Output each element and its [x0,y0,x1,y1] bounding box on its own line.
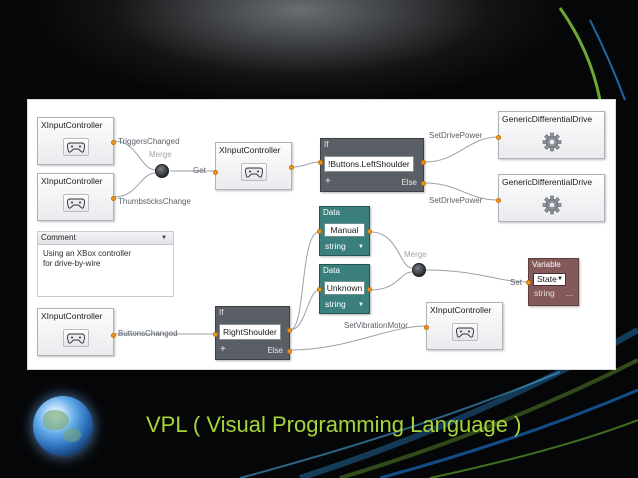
output-port[interactable] [111,333,116,338]
input-port[interactable] [317,287,322,292]
merge-junction-middle[interactable] [412,263,426,277]
node-title: XInputController [41,176,103,186]
output-port[interactable] [367,287,372,292]
connection-wires [113,136,529,351]
wire-label-set: Set [510,278,523,287]
else-label: Else [401,178,417,187]
if-node-title: If [219,308,224,317]
variable-node-state[interactable]: Variable State ▼ string ... [526,258,579,306]
variable-select-value: State [537,274,557,284]
else-label: Else [267,346,283,355]
input-port[interactable] [213,332,218,337]
data-node-unknown[interactable]: Data Unknown string ▼ [317,264,372,314]
output-port[interactable] [421,160,426,165]
xinput-controller-node-2[interactable]: XInputController [37,173,116,221]
xinput-controller-node-5[interactable]: XInputController [424,302,503,350]
input-port[interactable] [318,160,323,165]
variable-node-title: Variable [532,260,561,269]
more-button[interactable]: ... [565,288,573,298]
variable-type: string [534,288,555,298]
input-port[interactable] [424,325,429,330]
gear-icon [539,131,565,153]
chevron-down-icon[interactable]: ▼ [557,276,563,282]
top-glow [0,0,638,100]
vpl-diagram-canvas[interactable]: XInputController XInputController XInput… [27,99,616,370]
gear-icon [539,194,565,216]
globe-logo [33,396,93,456]
else-output-port[interactable] [421,181,426,186]
input-port[interactable] [317,229,322,234]
variable-select[interactable]: State ▼ [533,273,566,286]
if-node-title: If [324,140,329,149]
output-port[interactable] [367,229,372,234]
node-title: GenericDifferentialDrive [502,177,593,187]
comment-title: Comment [41,233,76,242]
node-title: XInputController [41,311,103,321]
data-node-title: Data [323,208,340,217]
gamepad-icon [62,138,89,156]
gamepad-icon [62,329,89,347]
input-port[interactable] [496,198,501,203]
data-type-select[interactable]: string [325,241,346,251]
wire-label-buttons-changed: ButtonsChanged [118,329,178,338]
output-port[interactable] [111,140,116,145]
node-title: XInputController [430,305,492,315]
chevron-down-icon[interactable]: ▼ [358,302,364,308]
slide-title: VPL ( Visual Programming Language ) [146,412,522,437]
generic-differential-drive-node-1[interactable]: GenericDifferentialDrive [496,111,605,159]
data-node-title: Data [323,266,340,275]
wire-label-set-drive-power-1: SetDrivePower [429,131,483,140]
if-condition[interactable]: RightShoulder [219,324,281,340]
xinput-controller-node-3[interactable]: XInputController [213,142,294,190]
add-case-button[interactable]: + [325,176,331,187]
output-port[interactable] [111,196,116,201]
comment-text[interactable]: Using an XBox controller for drive-by-wi… [43,249,132,268]
wire-label-triggers-changed: TriggersChanged [118,137,180,146]
data-value-field[interactable]: Unknown [324,281,365,295]
input-port[interactable] [496,135,501,140]
node-title: GenericDifferentialDrive [502,114,593,124]
merge-junction-top[interactable] [155,164,169,178]
node-title: XInputController [219,145,281,155]
add-case-button[interactable]: + [220,344,226,355]
output-port[interactable] [289,165,294,170]
comment-header[interactable]: Comment ▼ [38,232,173,245]
wire-label-get: Get [193,166,206,175]
wire-label-merge-mid: Merge [404,250,427,259]
generic-differential-drive-node-2[interactable]: GenericDifferentialDrive [496,174,605,222]
input-port[interactable] [526,280,531,285]
wire-label-set-drive-power-2: SetDrivePower [429,196,483,205]
xinput-controller-node-4[interactable]: XInputController [37,308,116,356]
wire-label-merge: Merge [149,150,172,159]
wire-label-set-vibration-motor: SetVibrationMotor [344,321,408,330]
data-type-select[interactable]: string [325,299,346,309]
node-title: XInputController [41,120,103,130]
if-node-left-shoulder[interactable]: If !Buttons.LeftShoulder + Else [318,138,426,192]
else-output-port[interactable] [287,349,292,354]
comment-box[interactable]: Comment ▼ Using an XBox controller for d… [37,231,174,297]
gamepad-icon [62,194,89,212]
gamepad-icon [451,323,478,341]
data-value-field[interactable]: Manual [324,223,365,237]
chevron-down-icon[interactable]: ▼ [161,235,167,241]
input-port[interactable] [213,170,218,175]
data-node-manual[interactable]: Data Manual string ▼ [317,206,372,256]
gamepad-icon [240,163,267,181]
output-port[interactable] [287,328,292,333]
if-node-right-shoulder[interactable]: If RightShoulder + Else [213,306,292,360]
wire-label-thumbsticks-change: ThumbsticksChange [118,197,191,206]
chevron-down-icon[interactable]: ▼ [358,244,364,250]
xinput-controller-node-1[interactable]: XInputController [37,117,116,165]
if-condition[interactable]: !Buttons.LeftShoulder [324,156,414,172]
